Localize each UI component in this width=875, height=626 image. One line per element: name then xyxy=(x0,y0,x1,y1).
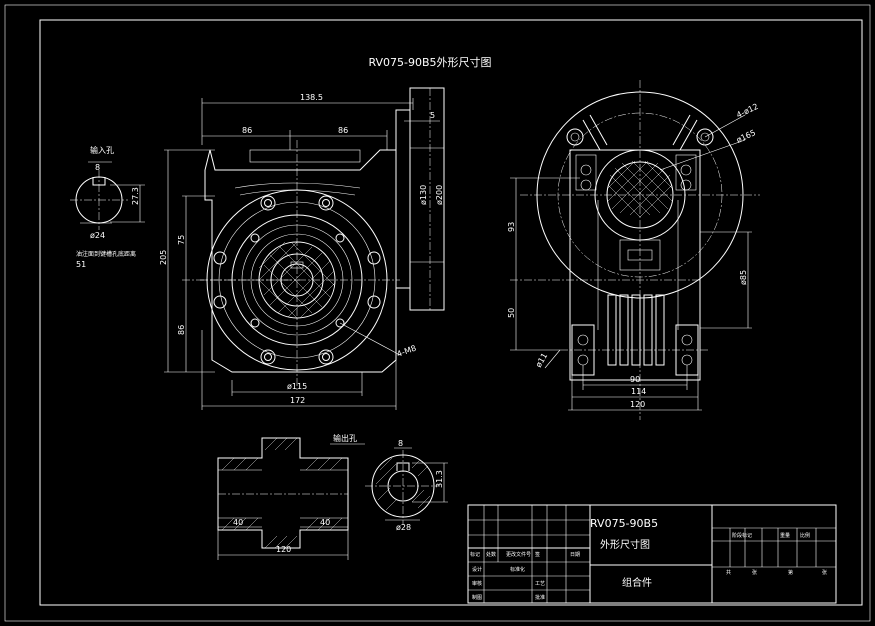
tb-proc: 工艺 xyxy=(535,581,545,587)
dim-flange-dia: ø200 xyxy=(435,185,444,205)
front-view: 138.5 86 86 5 ø130 ø200 205 75 86 xyxy=(159,87,445,410)
dim-bolt-circle: ø115 xyxy=(287,382,307,391)
tb-check: 审核 xyxy=(472,580,482,587)
tb-part: 组合件 xyxy=(622,576,652,589)
tb-std: 标准化 xyxy=(510,566,525,573)
output-total-len: 120 xyxy=(276,545,291,554)
tb-sign: 签 xyxy=(535,551,540,558)
tb-scale: 比例 xyxy=(800,532,810,539)
input-depth: 27.3 xyxy=(131,187,140,205)
output-dia: ø28 xyxy=(396,523,411,532)
dim-upper-height: 75 xyxy=(177,235,186,245)
output-shaft-section: 40 40 120 xyxy=(217,437,349,560)
tb-file: 更改文件号 xyxy=(506,551,531,558)
output-key: 8 xyxy=(398,439,403,448)
tb-sheet: 张 xyxy=(752,569,757,576)
dim-pilot-dia: ø130 xyxy=(419,185,428,205)
dim-lower-height: 86 xyxy=(177,325,186,335)
dim-half-right: 86 xyxy=(338,126,348,135)
tb-count: 处数 xyxy=(486,551,496,558)
tb-design: 设计 xyxy=(472,566,482,573)
input-note: 油注面到键槽孔底距离 xyxy=(76,250,136,258)
output-depth: 31.3 xyxy=(435,470,444,488)
side-shaft-h: 50 xyxy=(507,308,516,318)
dim-total-height: 205 xyxy=(159,250,168,265)
side-holes: 4-ø12 xyxy=(735,102,760,120)
tb-page: 第 xyxy=(788,569,793,576)
side-base: 120 xyxy=(630,400,645,409)
input-hole-label: 输入孔 xyxy=(90,145,114,155)
side-view: 4-ø12 ø165 ø11 93 50 xyxy=(507,80,760,420)
tb-page-unit: 张 xyxy=(822,569,827,576)
dim-base-width: 172 xyxy=(290,396,305,405)
title-block: 标记 处数 更改文件号 签 日期 设计 标准化 审核 工艺 制图 批准 RV07… xyxy=(467,504,837,604)
output-right-len: 40 xyxy=(320,518,330,527)
dim-tap: 4-M8 xyxy=(396,344,418,359)
output-hole-detail: 输出孔 8 31.3 ø28 xyxy=(330,433,448,532)
side-foot-span: 90 xyxy=(630,375,640,384)
side-center-h: 93 xyxy=(507,222,516,232)
dim-half-left: 86 xyxy=(242,126,252,135)
side-foot-hole: ø11 xyxy=(534,351,549,369)
side-flange-bc: ø165 xyxy=(735,128,757,145)
dim-overall-width: 138.5 xyxy=(300,93,323,102)
side-foot-width: 114 xyxy=(631,387,646,396)
tb-stage: 阶段标记 xyxy=(732,532,752,539)
output-left-len: 40 xyxy=(233,518,243,527)
drawing-title: RV075-90B5外形尺寸图 xyxy=(368,55,491,69)
tb-date: 日期 xyxy=(570,552,580,558)
tb-approve: 批准 xyxy=(535,594,545,601)
tb-sheets: 共 xyxy=(726,569,731,576)
output-hole-label: 输出孔 xyxy=(333,433,357,443)
tb-subtitle: 外形尺寸图 xyxy=(600,538,650,551)
input-note-value: 51 xyxy=(76,260,86,269)
tb-weight: 重量 xyxy=(780,532,790,539)
input-hole-detail: 输入孔 8 27.3 ø24 油注面到键槽孔底距离 51 xyxy=(70,145,145,269)
tb-mark: 标记 xyxy=(470,551,480,558)
drawing-frame xyxy=(39,19,863,606)
outer-border xyxy=(4,4,871,622)
side-dia85: ø85 xyxy=(739,270,748,285)
input-key: 8 xyxy=(95,163,100,172)
input-dia: ø24 xyxy=(90,231,105,240)
tb-model: RV075-90B5 xyxy=(590,517,658,530)
tb-draw: 制图 xyxy=(472,594,482,601)
dim-flange-thk: 5 xyxy=(430,111,435,120)
